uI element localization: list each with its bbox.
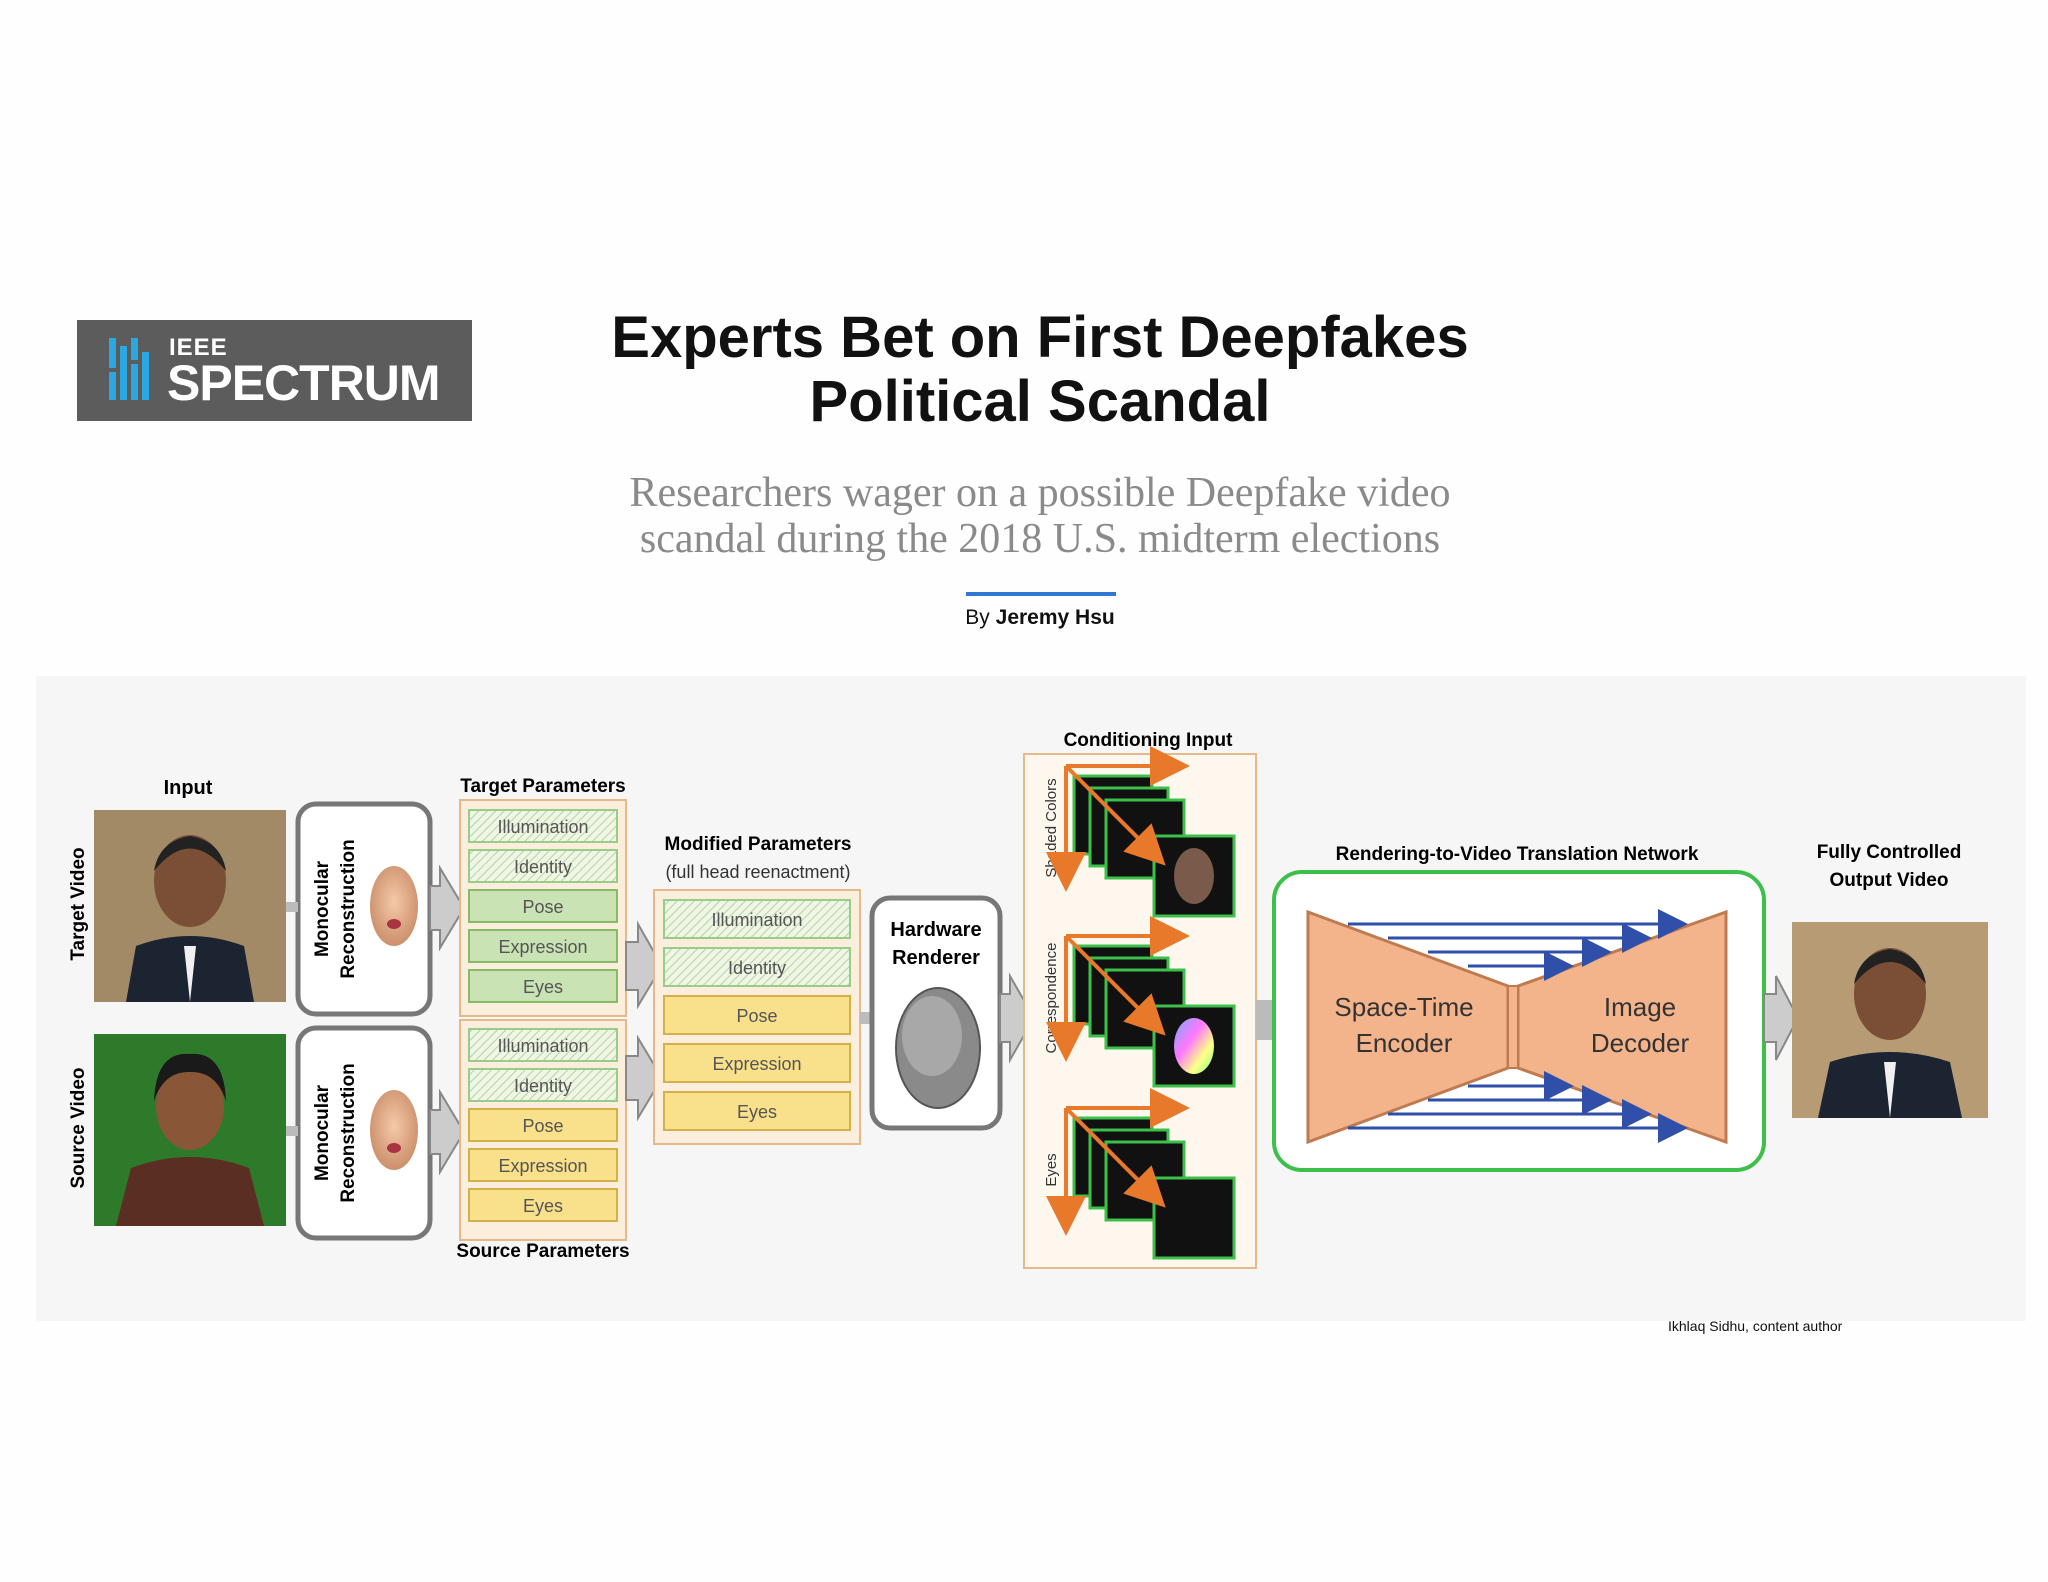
output-line-2: Output Video	[1830, 870, 1949, 891]
byline: By Jeremy Hsu	[860, 606, 1220, 630]
hardware-line-1: Hardware	[890, 919, 981, 941]
modified-param-eyes: Eyes	[663, 1091, 851, 1131]
source-param-eyes: Eyes	[468, 1188, 618, 1222]
svg-text:Illumination: Illumination	[711, 910, 802, 930]
target-parameters-label: Target Parameters	[460, 776, 625, 797]
arrow-source-to-modified	[625, 1034, 664, 1122]
modified-parameters-sublabel: (full head reenactment)	[665, 862, 850, 882]
monocular-source-line1: Monocular	[312, 1084, 333, 1181]
svg-text:Pose: Pose	[522, 1116, 563, 1136]
hardware-line-2: Renderer	[892, 947, 980, 969]
modified-param-identity: Identity	[663, 947, 851, 987]
encoder-line-1: Space-Time	[1334, 992, 1473, 1022]
correspondence-frame-stack	[1046, 916, 1236, 1088]
source-param-identity: Identity	[468, 1068, 618, 1102]
ieee-spectrum-logo: IEEE SPECTRUM	[77, 320, 472, 421]
subhead-line-1: Researchers wager on a possible Deepfake…	[629, 470, 1451, 516]
encoder-line-2: Encoder	[1356, 1028, 1453, 1058]
output-line-1: Fully Controlled	[1817, 842, 1962, 863]
arrow-network-to-output	[1763, 975, 1800, 1061]
svg-text:Expression: Expression	[498, 937, 587, 957]
target-param-eyes: Eyes	[468, 969, 618, 1003]
input-label: Input	[164, 777, 213, 799]
author-link[interactable]: Jeremy Hsu	[995, 606, 1115, 629]
article-subhead: Researchers wager on a possible Deepfake…	[560, 470, 1520, 562]
monocular-source-line2: Reconstruction	[338, 1063, 359, 1202]
target-param-pose: Pose	[468, 889, 618, 923]
byline-prefix: By	[965, 606, 990, 629]
conditioning-row-eyes: Eyes	[1043, 1153, 1060, 1186]
hardware-renderer-box: Hardware Renderer	[869, 895, 1003, 1131]
logo-ieee-text: IEEE	[169, 334, 228, 361]
svg-text:Eyes: Eyes	[523, 1196, 563, 1216]
source-parameters-label: Source Parameters	[456, 1241, 629, 1262]
source-video-label: Source Video	[68, 1067, 89, 1188]
eyes-frame-stack	[1046, 1088, 1236, 1260]
source-param-pose: Pose	[468, 1108, 618, 1142]
decoder-line-2: Decoder	[1591, 1028, 1690, 1058]
svg-text:Illumination: Illumination	[497, 817, 588, 837]
arrow-renderer-to-conditioning	[999, 972, 1036, 1064]
accent-rule	[966, 592, 1116, 596]
subhead-line-2: scandal during the 2018 U.S. midterm ele…	[639, 516, 1441, 562]
svg-text:Eyes: Eyes	[737, 1102, 777, 1122]
arrow-target-to-modified	[625, 920, 664, 1010]
deepfake-pipeline-diagram: Input Target Video Source Video Monocula…	[36, 676, 2026, 1321]
target-video-thumbnail	[94, 810, 286, 1002]
svg-text:Expression: Expression	[712, 1054, 801, 1074]
target-param-expression: Expression	[468, 929, 618, 963]
logo-spectrum-text: SPECTRUM	[167, 355, 441, 411]
svg-text:Identity: Identity	[514, 857, 572, 877]
source-param-expression: Expression	[468, 1148, 618, 1182]
conditioning-row-correspondence: Correspondence	[1043, 943, 1060, 1054]
svg-text:Expression: Expression	[498, 1156, 587, 1176]
monocular-target-line2: Reconstruction	[338, 839, 359, 978]
svg-text:Pose: Pose	[736, 1006, 777, 1026]
arrow-recon-to-target-params	[429, 864, 466, 952]
shaded-colors-frame-stack	[1046, 746, 1236, 918]
svg-text:Eyes: Eyes	[523, 977, 563, 997]
content-credit: Ikhlaq Sidhu, content author	[1668, 1318, 1843, 1334]
source-param-illumination: Illumination	[468, 1028, 618, 1062]
svg-text:Illumination: Illumination	[497, 1036, 588, 1056]
modified-param-illumination: Illumination	[663, 899, 851, 939]
source-video-thumbnail	[94, 1034, 286, 1226]
conditioning-input-label: Conditioning Input	[1064, 730, 1234, 751]
decoder-line-1: Image	[1604, 992, 1676, 1022]
modified-param-pose: Pose	[663, 995, 851, 1035]
target-param-illumination: Illumination	[468, 809, 618, 843]
output-video-thumbnail	[1792, 922, 1988, 1118]
svg-text:Identity: Identity	[514, 1076, 572, 1096]
monocular-reconstruction-source: Monocular Reconstruction	[295, 1025, 433, 1241]
conditioning-row-shaded-colors: Shaded Colors	[1043, 778, 1060, 877]
headline-line-2: Political Scandal	[809, 369, 1271, 434]
target-video-label: Target Video	[68, 847, 89, 960]
headline-line-1: Experts Bet on First Deepfakes	[611, 305, 1469, 370]
modified-parameters-label: Modified Parameters	[665, 834, 852, 855]
face-model-icon	[370, 1090, 418, 1170]
monocular-reconstruction-target: Monocular Reconstruction	[295, 801, 433, 1017]
skip-connection-arrows	[1348, 909, 1688, 1143]
svg-text:Pose: Pose	[522, 897, 563, 917]
modified-param-expression: Expression	[663, 1043, 851, 1083]
target-param-identity: Identity	[468, 849, 618, 883]
article-headline: Experts Bet on First Deepfakes Political…	[560, 306, 1520, 434]
monocular-target-line1: Monocular	[312, 860, 333, 957]
pipeline-svg: Input Target Video Source Video Monocula…	[68, 730, 1988, 1269]
face-model-icon	[370, 866, 418, 946]
svg-text:Identity: Identity	[728, 958, 786, 978]
network-label: Rendering-to-Video Translation Network	[1336, 844, 1699, 865]
arrow-recon-to-source-params	[429, 1088, 466, 1176]
